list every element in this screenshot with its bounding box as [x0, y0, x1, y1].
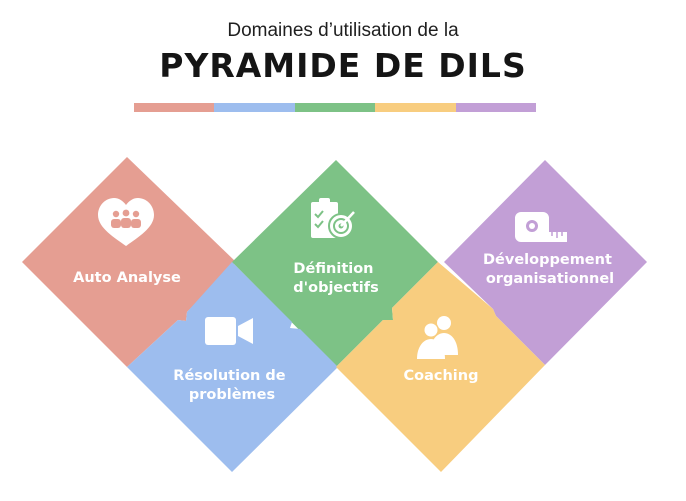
coaching-label: Coaching — [404, 368, 479, 384]
resolution-diamond — [127, 262, 338, 472]
color-bar-segment-1 — [134, 103, 215, 112]
heart-people-icon — [98, 198, 154, 246]
color-bar-segment-3 — [294, 103, 376, 112]
color-bar-segment-2 — [214, 103, 295, 112]
page-title: PYRAMIDE DE DILS — [159, 46, 527, 85]
color-bar-segment-5 — [455, 103, 537, 112]
definition-label: Définition d'objectifs — [293, 261, 378, 296]
coaching-diamond — [336, 262, 545, 472]
auto-analyse-label: Auto Analyse — [73, 270, 181, 286]
developpement-label: Développement organisationnel — [483, 252, 617, 287]
color-bar-segment-4 — [375, 103, 456, 112]
video-camera-icon — [205, 317, 253, 345]
people-group-icon — [417, 316, 458, 359]
color-bar — [134, 103, 537, 112]
subtitle: Domaines d’utilisation de la — [227, 20, 459, 41]
measuring-tape-icon — [515, 212, 567, 242]
developpement-diamond — [444, 160, 647, 365]
auto-analyse-diamond — [22, 157, 236, 367]
clipboard-target-icon — [311, 198, 355, 239]
definition-objectifs-diamond — [232, 160, 438, 367]
resolution-label: Résolution de problèmes — [173, 368, 290, 403]
